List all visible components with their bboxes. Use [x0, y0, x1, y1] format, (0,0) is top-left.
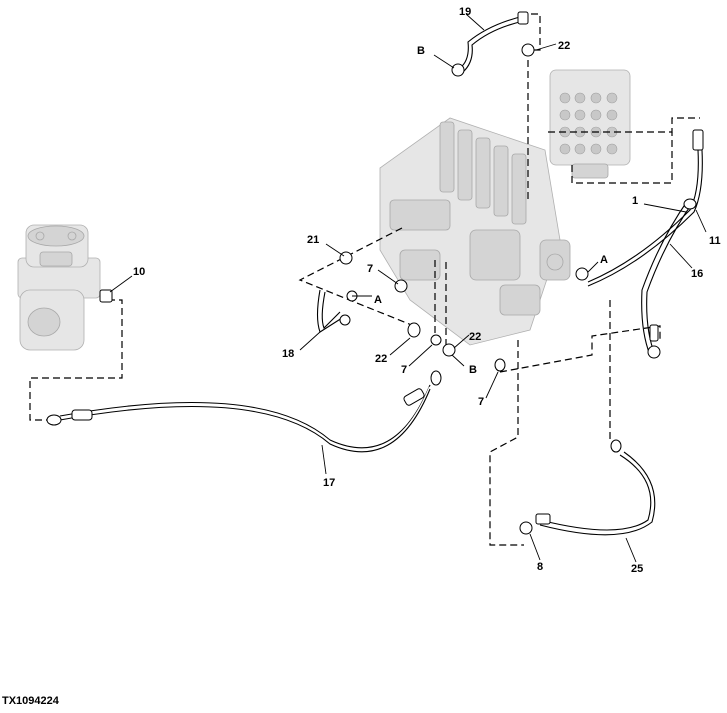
callout-17: 17: [323, 477, 335, 489]
callout-18: 18: [282, 348, 294, 360]
callout-7-center: 7: [401, 364, 407, 376]
callout-8: 8: [537, 561, 543, 573]
callout-a-right: A: [600, 254, 608, 266]
callout-11: 11: [709, 235, 721, 247]
callout-22-top: 22: [558, 40, 570, 52]
callout-a-center: A: [374, 294, 382, 306]
control-valve-ghost: [379, 117, 571, 346]
callout-25: 25: [631, 563, 643, 575]
fittings: [46, 11, 704, 535]
callout-labels: 10 21 7 A 18 22 7 22 B 7 17 B 19 22 A 1 …: [133, 6, 721, 575]
callout-b-top: B: [417, 45, 425, 57]
pilot-manifold-ghost: [549, 69, 631, 179]
figure-id: TX1094224: [2, 695, 59, 707]
callout-10: 10: [133, 266, 145, 278]
callout-21: 21: [307, 234, 319, 246]
steering-valve-ghost: [17, 224, 101, 351]
callout-7-lower: 7: [478, 396, 484, 408]
connection-lines: [29, 13, 700, 546]
callout-7-upper: 7: [367, 263, 373, 275]
callout-1: 1: [632, 195, 638, 207]
callout-22-lower-left: 22: [375, 353, 387, 365]
callout-19: 19: [459, 6, 471, 18]
callout-22-center: 22: [469, 331, 481, 343]
callout-16: 16: [691, 268, 703, 280]
callout-b-center: B: [469, 364, 477, 376]
leader-lines: [109, 13, 707, 563]
